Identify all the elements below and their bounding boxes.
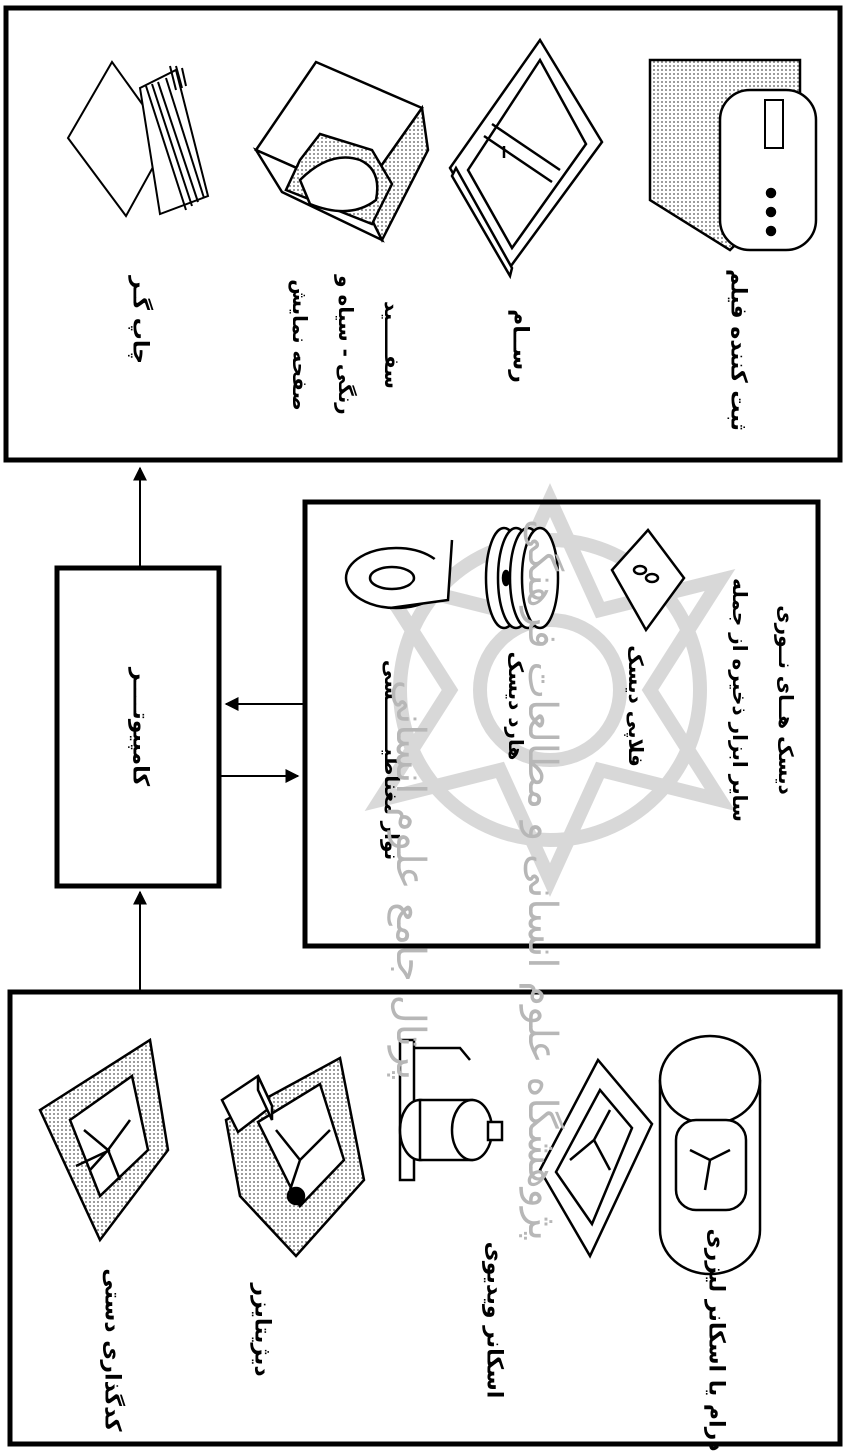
storage-devices-box [302, 499, 821, 949]
video-scanner-icon [398, 1038, 654, 1259]
magnetic-tape-icon [344, 539, 454, 610]
floppy-disk-label: فلاپی دیسک [624, 645, 648, 767]
video-scanner-label: اسکانر ویدیوی [481, 1241, 507, 1399]
manual-encoding-icon [38, 1037, 170, 1243]
digitizer-icon [220, 1056, 366, 1258]
computer-box [54, 565, 222, 889]
printer-label: چاپ گـر [127, 276, 153, 364]
film-recorder-icon [648, 58, 818, 252]
display-label-line1: صفحه نمایش [288, 279, 312, 411]
printer-icon [66, 60, 210, 218]
plotter-label: رســام [507, 309, 533, 383]
output-devices-box [3, 5, 843, 463]
computer-label: کامپیوتــــر [127, 667, 153, 787]
plotter-icon [448, 37, 604, 280]
other-storage-label-line1: سایر ابزار ذخیره از جمله [728, 578, 752, 822]
film-recorder-label: ثبت کننده فیلم [725, 269, 751, 431]
floppy-disk-icon [610, 528, 686, 633]
watermark-line1: پژوهشگاه علوم انسانی و مطالعات فرهنگی [519, 518, 565, 1242]
display-icon [252, 60, 430, 243]
other-storage-label-line2: دیسک هــای نــوری [774, 605, 798, 795]
display-label-line2: رنگی - سیاه و [334, 275, 358, 415]
hard-disk-icon [484, 526, 560, 630]
digitizer-label: دیژیتایزر [249, 1283, 275, 1377]
drum-scanner-label: درام یا اسکانر لیزری [703, 1228, 729, 1452]
drum-scanner-icon [658, 1034, 762, 1276]
display-label-line3: سفـــــید [380, 301, 404, 389]
input-devices-box [7, 989, 843, 1447]
watermark-line2: پرتال جامع علوم انسانی [387, 679, 433, 1081]
manual-encoding-label: کدگذاری دستی [99, 1268, 125, 1432]
